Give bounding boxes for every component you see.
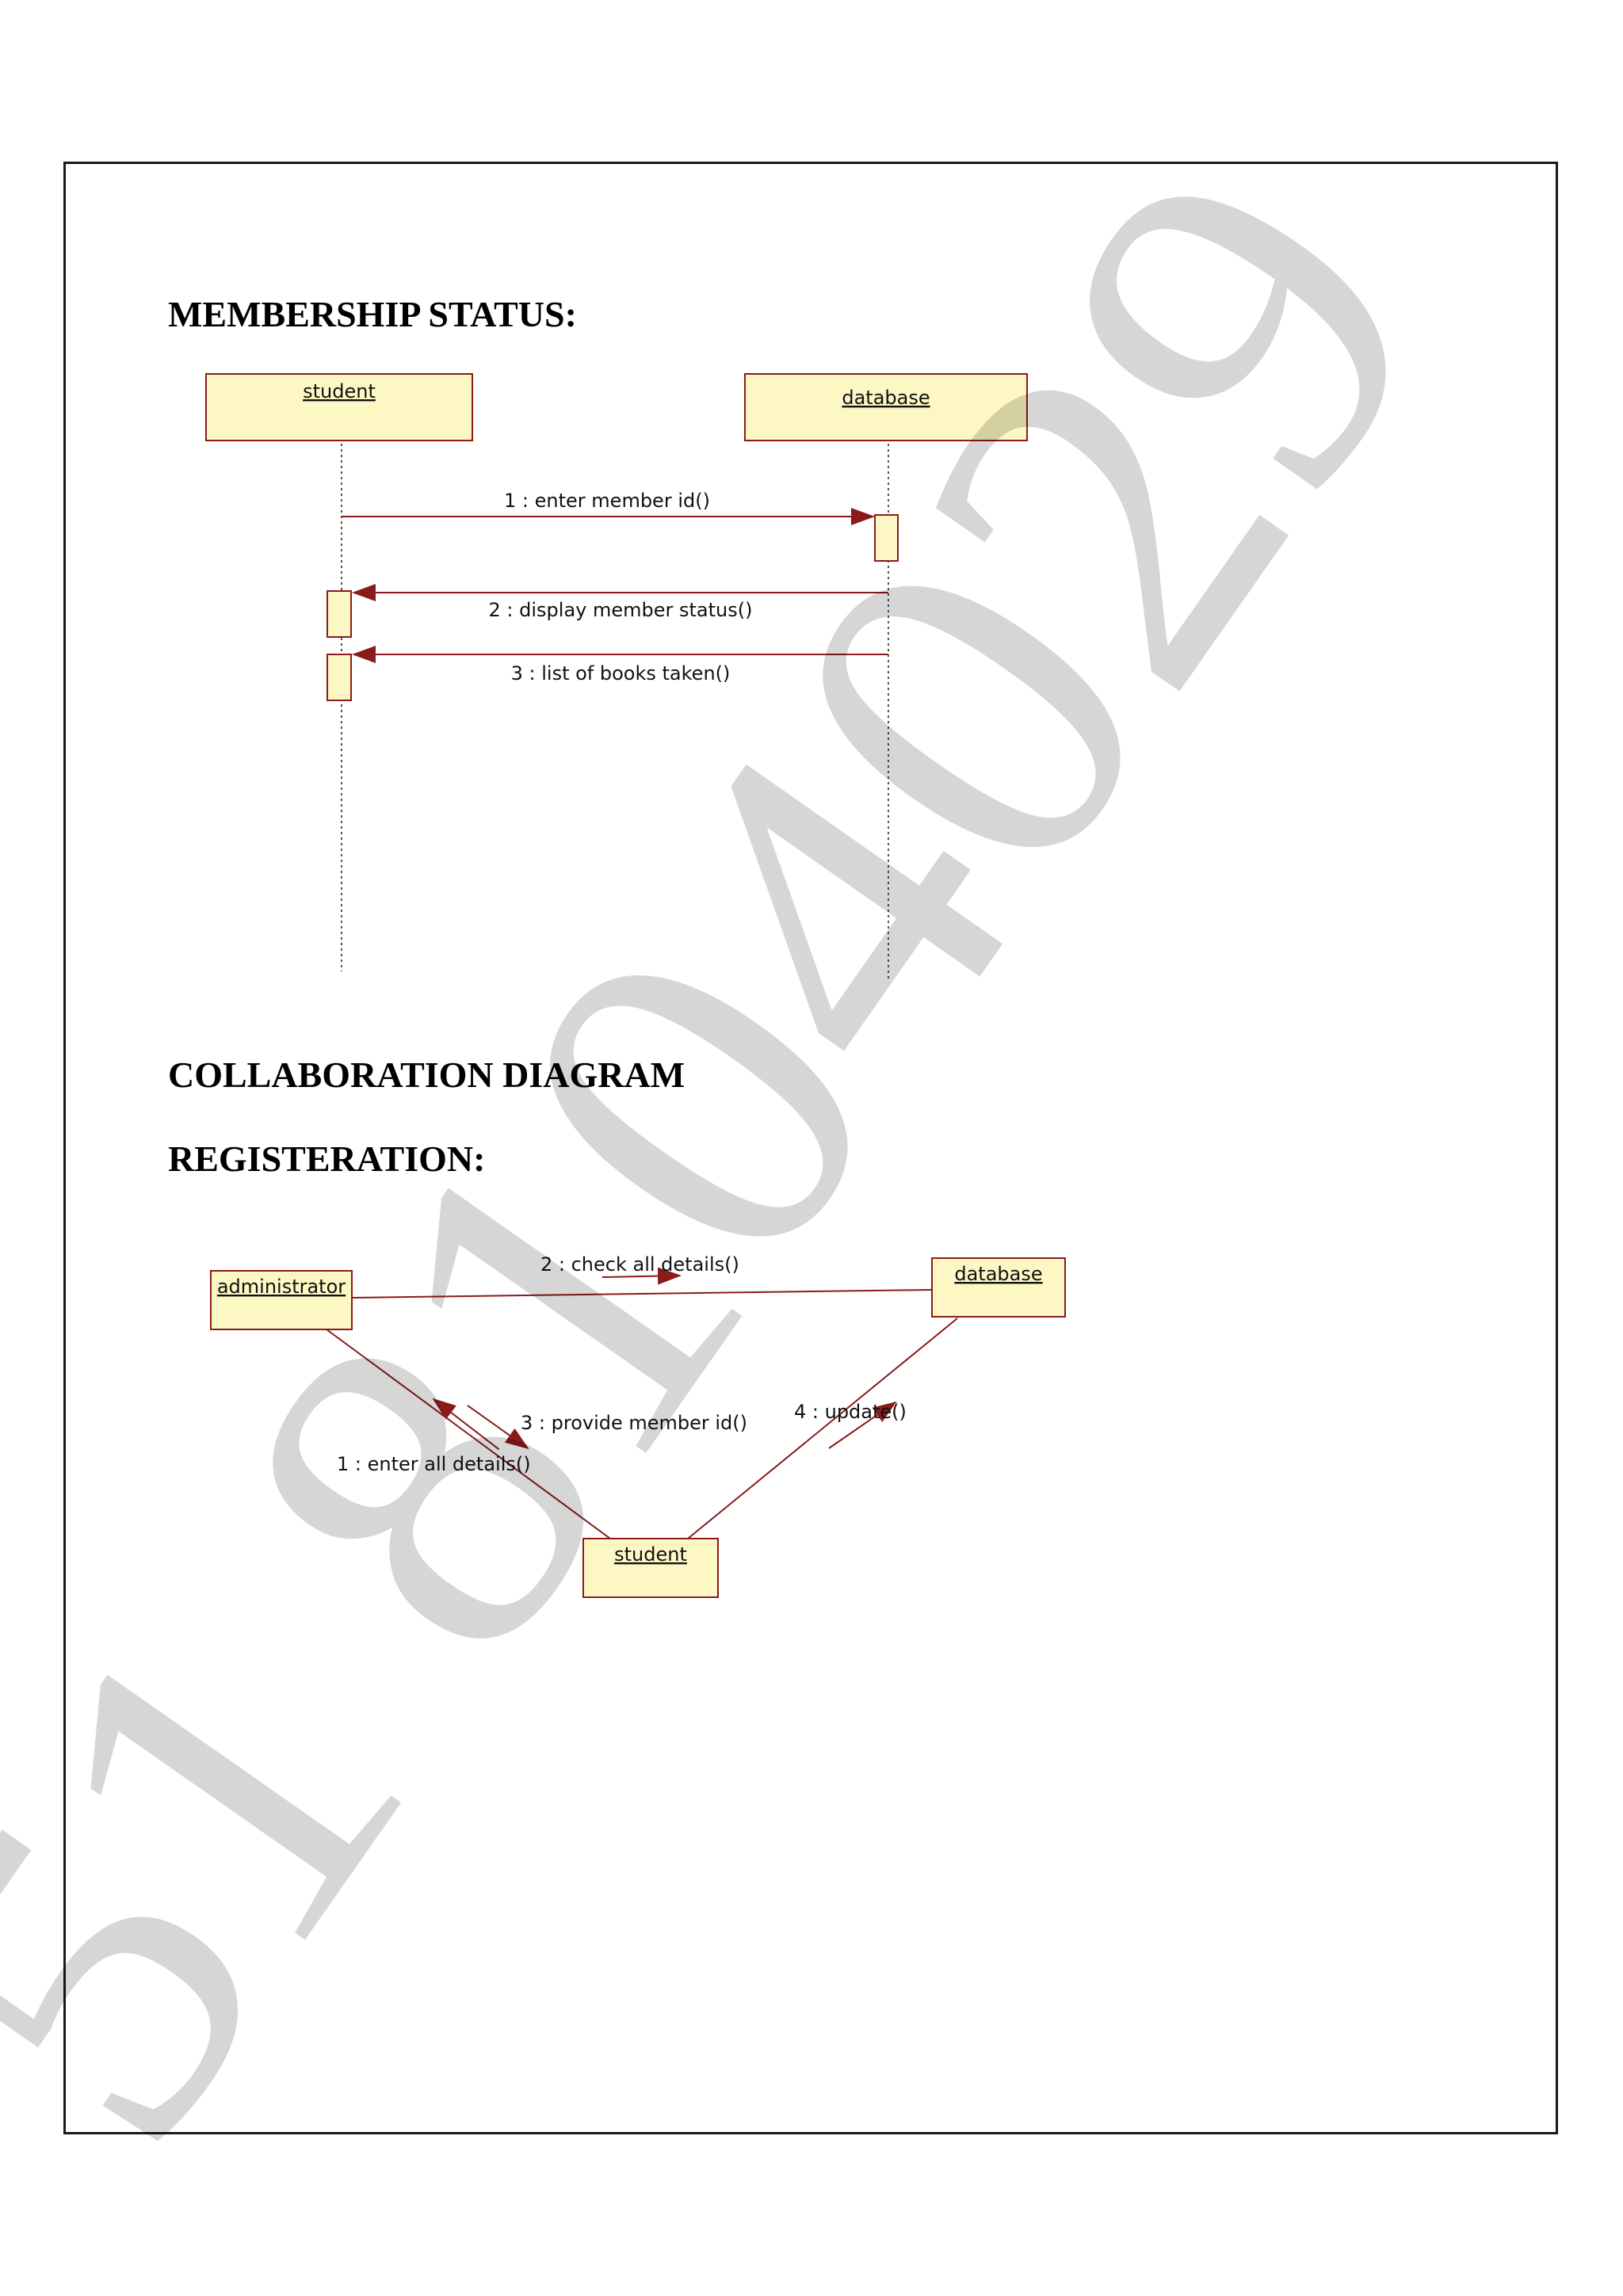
message-label-2: 2 : display member status() <box>489 599 753 621</box>
page-border <box>63 162 1558 2134</box>
message-label-1: 1 : enter member id() <box>504 490 710 512</box>
collab-object-administrator: administrator <box>210 1270 353 1330</box>
collab-message-label-4: 4 : update() <box>794 1401 907 1423</box>
database-activation-bar <box>874 514 899 562</box>
collaboration-diagram: administrator database student 1 : enter… <box>210 1253 1066 1598</box>
collab-message-label-2: 2 : check all details() <box>540 1253 739 1276</box>
sequence-object-student-label: student <box>303 380 376 402</box>
student-activation-bar-2 <box>327 654 352 701</box>
collab-message-label-3: 3 : provide member id() <box>521 1412 747 1434</box>
collaboration-diagram-heading: COLLABORATION DIAGRAM <box>168 1055 685 1095</box>
membership-status-heading: MEMBERSHIP STATUS: <box>168 294 577 334</box>
sequence-diagram: student database 1 : enter member id() 2… <box>205 373 1028 979</box>
collab-object-student: student <box>582 1538 719 1598</box>
sequence-object-student: student <box>205 373 473 441</box>
registration-heading: REGISTERATION: <box>168 1138 486 1179</box>
collab-object-database: database <box>931 1257 1066 1318</box>
message-arrow-collab-4 <box>828 1401 897 1449</box>
collab-object-student-label: student <box>614 1543 687 1566</box>
sequence-object-database-label: database <box>842 387 930 409</box>
message-label-3: 3 : list of books taken() <box>511 662 731 685</box>
link-administrator-database <box>352 1289 932 1299</box>
message-arrow-collab-3 <box>467 1405 529 1450</box>
link-administrator-student <box>326 1329 611 1539</box>
sequence-object-database: database <box>744 373 1028 441</box>
message-arrow-collab-1 <box>432 1398 500 1451</box>
collab-message-label-1: 1 : enter all details() <box>337 1453 531 1475</box>
collab-object-database-label: database <box>954 1263 1042 1285</box>
student-activation-bar-1 <box>327 590 352 638</box>
link-database-student <box>687 1318 958 1539</box>
message-arrow-collab-2 <box>601 1267 682 1285</box>
collab-object-administrator-label: administrator <box>217 1276 346 1298</box>
